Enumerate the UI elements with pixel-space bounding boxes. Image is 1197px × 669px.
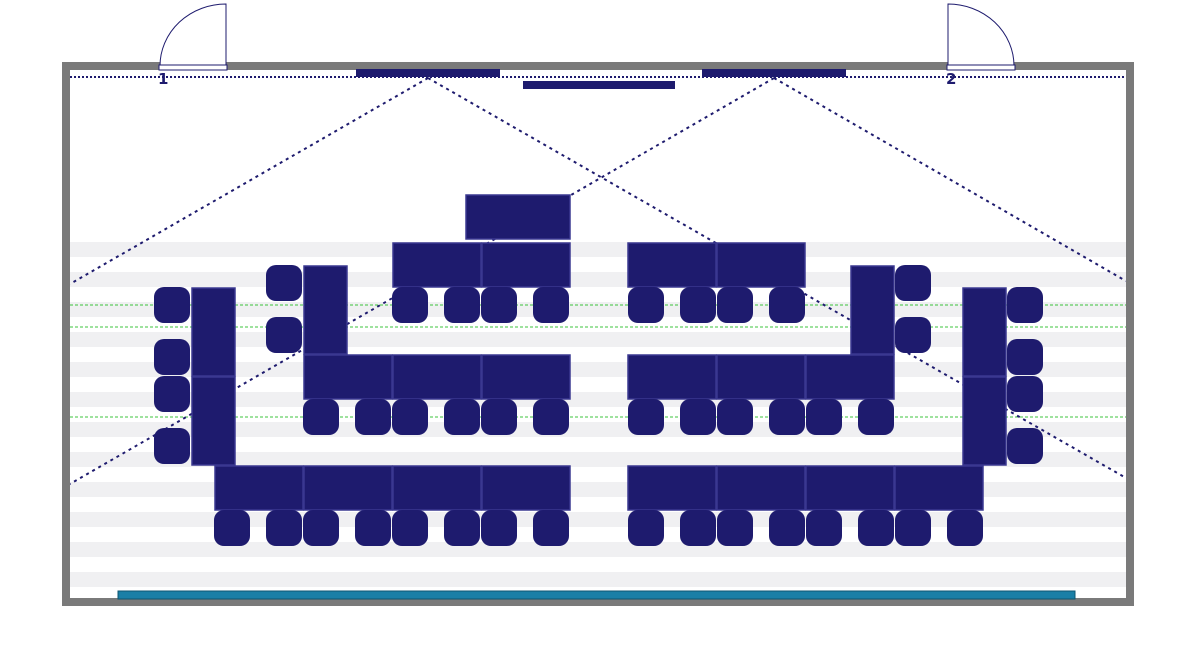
chair-icon: [717, 399, 753, 435]
chair-icon: [533, 510, 569, 546]
chair-icon: [533, 287, 569, 323]
table-icon: [805, 354, 895, 400]
chair-icon: [717, 287, 753, 323]
chair-icon: [806, 510, 842, 546]
chair-icon: [769, 399, 805, 435]
camera-view-line: [69, 77, 429, 285]
chair-icon: [1007, 428, 1043, 464]
table-icon: [894, 465, 984, 511]
table-icon: [962, 287, 1007, 377]
floor-stripe: [70, 572, 1126, 587]
chair-icon: [769, 287, 805, 323]
presenter-desk: [465, 194, 571, 240]
chair-icon: [266, 510, 302, 546]
door-1[interactable]: 1: [158, 3, 228, 88]
chair-icon: [444, 399, 480, 435]
table-icon: [481, 242, 571, 288]
table-icon: [392, 242, 482, 288]
chair-icon: [481, 287, 517, 323]
bottom-bar: [117, 590, 1076, 600]
chair-icon: [628, 287, 664, 323]
chair-icon: [303, 399, 339, 435]
chair-icon: [717, 510, 753, 546]
table-icon: [627, 242, 717, 288]
chair-icon: [947, 510, 983, 546]
chair-icon: [214, 510, 250, 546]
screen-icon: [523, 81, 675, 89]
chair-icon: [154, 428, 190, 464]
chair-icon: [1007, 287, 1043, 323]
table-icon: [191, 376, 236, 466]
chair-icon: [628, 510, 664, 546]
chair-icon: [858, 510, 894, 546]
table-icon: [303, 354, 393, 400]
door-swing-icon: [947, 3, 1015, 67]
chair-icon: [481, 510, 517, 546]
floor-stripe: [70, 542, 1126, 557]
chair-icon: [680, 399, 716, 435]
door-threshold: [158, 64, 228, 71]
table-icon: [303, 465, 393, 511]
table-icon: [850, 265, 895, 355]
table-icon: [805, 465, 895, 511]
chair-icon: [154, 339, 190, 375]
chair-icon: [266, 265, 302, 301]
door-number-label: 2: [946, 70, 956, 88]
chair-icon: [628, 399, 664, 435]
chair-icon: [355, 399, 391, 435]
door-number-label: 1: [158, 70, 168, 88]
chair-icon: [680, 287, 716, 323]
chair-icon: [895, 510, 931, 546]
chair-icon: [769, 510, 805, 546]
floor-stripe: [70, 272, 1126, 287]
camera-view-line: [427, 77, 1127, 479]
chair-icon: [444, 287, 480, 323]
window-icon: [356, 69, 500, 77]
door-2[interactable]: 2: [946, 3, 1016, 88]
chair-icon: [806, 399, 842, 435]
window-icon: [702, 69, 846, 77]
table-icon: [716, 242, 806, 288]
door-swing-icon: [159, 3, 227, 67]
doors: 1 2: [158, 3, 1016, 88]
chair-icon: [355, 510, 391, 546]
chair-icon: [895, 317, 931, 353]
table-icon: [392, 465, 482, 511]
chair-icon: [266, 317, 302, 353]
chair-icon: [303, 510, 339, 546]
chair-icon: [392, 287, 428, 323]
table-icon: [214, 465, 304, 511]
chair-icon: [858, 399, 894, 435]
chair-icon: [154, 287, 190, 323]
chair-icon: [481, 399, 517, 435]
table-icon: [962, 376, 1007, 466]
chair-icon: [1007, 376, 1043, 412]
chair-icon: [392, 399, 428, 435]
table-icon: [303, 265, 348, 355]
table-icon: [481, 354, 571, 400]
table-icon: [627, 354, 717, 400]
floor-stripe: [70, 452, 1126, 467]
chair-icon: [1007, 339, 1043, 375]
chair-icon: [154, 376, 190, 412]
furniture-layout: [154, 194, 1043, 546]
table-icon: [627, 465, 717, 511]
chair-icon: [895, 265, 931, 301]
chair-icon: [680, 510, 716, 546]
table-icon: [392, 354, 482, 400]
chair-icon: [392, 510, 428, 546]
table-icon: [716, 354, 806, 400]
outer-wall: [62, 62, 1134, 606]
chair-icon: [533, 399, 569, 435]
table-icon: [191, 287, 236, 377]
chair-icon: [444, 510, 480, 546]
green-guide-lines: [70, 304, 1126, 418]
camera-view-line: [773, 77, 1127, 282]
floor-stripe: [70, 242, 1126, 257]
room-walls: [62, 62, 1134, 606]
table-icon: [716, 465, 806, 511]
table-icon: [481, 465, 571, 511]
door-threshold: [946, 64, 1016, 71]
